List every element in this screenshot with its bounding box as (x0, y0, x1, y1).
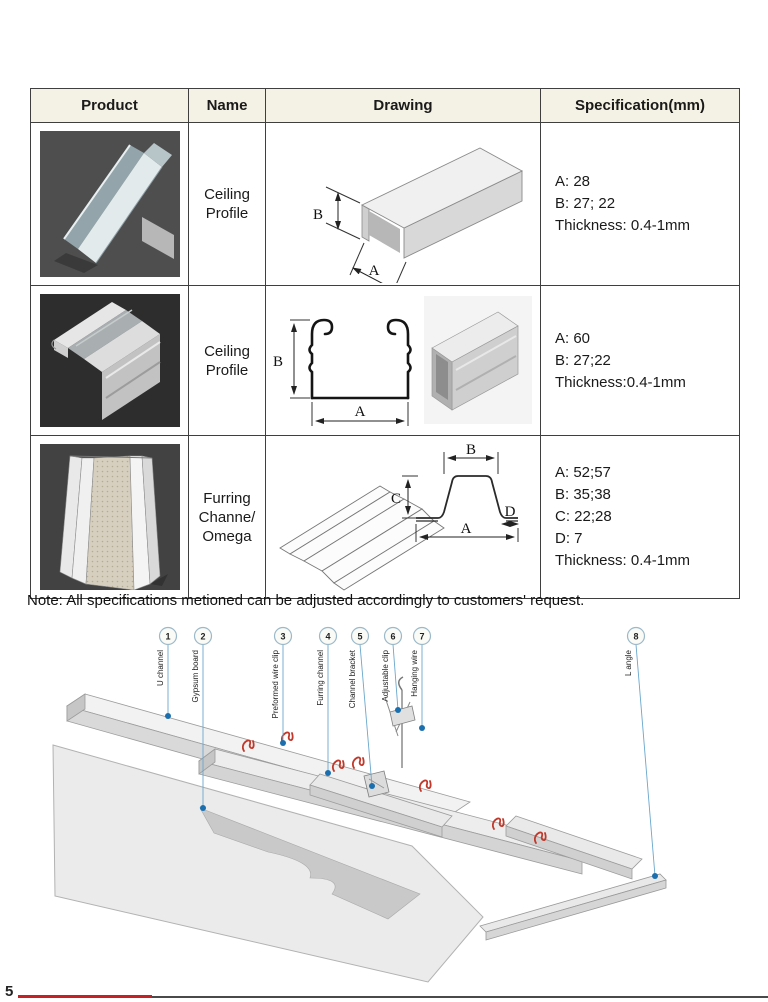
spec-line: Thickness: 0.4-1mm (555, 552, 691, 569)
product-spec-table: Product Name Drawing Specification(mm) (30, 88, 740, 599)
header-specification: Specification(mm) (540, 88, 740, 123)
spec-cell: A: 52;57 B: 35;38 C: 22;28 D: 7 Thicknes… (540, 435, 740, 599)
callout-number: 1 (165, 632, 170, 642)
callout-number: 7 (419, 632, 424, 642)
callout-label: Channel bracket (348, 649, 357, 708)
u-profile-line-drawing: B A (313, 147, 523, 283)
dim-label-A: A (461, 521, 472, 537)
cross-channel-mid (309, 773, 453, 838)
table-row: Ceiling Profile (30, 285, 740, 436)
product-photo-c-channel (30, 285, 189, 436)
omega-profile-line-drawing: B C D A (279, 442, 519, 591)
spec-line: A: 28 (555, 173, 591, 190)
table-header-row: Product Name Drawing Specification(mm) (30, 88, 740, 123)
footer-rule (152, 996, 768, 998)
note-text: Note: All specifications metioned can be… (27, 592, 585, 609)
callout-number: 3 (280, 632, 285, 642)
spec-cell: A: 28 B: 27; 22 Thickness: 0.4-1mm (540, 122, 740, 286)
c-profile-line-drawing: B A (273, 296, 532, 426)
spec-cell: A: 60 B: 27;22 Thickness:0.4-1mm (540, 285, 740, 436)
u-channel-photo-graphic (39, 131, 180, 277)
dim-label-C: C (391, 491, 401, 507)
callout-label: Hanging wire (410, 649, 419, 696)
dim-label-D: D (505, 504, 516, 520)
cross-channel-right (505, 815, 643, 880)
spec-line: B: 27;22 (555, 351, 611, 369)
drawing-c-profile: B A (265, 285, 541, 436)
callout-number: 8 (633, 632, 638, 642)
callout-label: Preformed wire clip (271, 649, 280, 718)
product-name: Furring Channe/ Omega (188, 435, 266, 599)
product-name: Ceiling Profile (188, 122, 266, 286)
header-name: Name (188, 88, 266, 123)
c-channel-photo-graphic (39, 294, 180, 427)
dim-label-A: A (369, 263, 380, 279)
callouts: 1 U channel 2 Gypsum board 3 Preformed w… (156, 626, 658, 879)
product-photo-u-channel (30, 122, 189, 286)
callout-number: 4 (325, 632, 330, 642)
page-number: 5 (5, 983, 14, 1000)
callout-label: L angle (624, 649, 633, 676)
l-angle-shape (479, 873, 667, 941)
drawing-u-profile: B A (265, 122, 541, 286)
header-product: Product (30, 88, 189, 123)
callout-number: 5 (357, 632, 362, 642)
callout-number: 6 (390, 632, 395, 642)
spec-line: Thickness:0.4-1mm (555, 373, 686, 391)
product-name: Ceiling Profile (188, 285, 266, 436)
drawing-omega-profile: B C D A (265, 435, 541, 599)
dim-label-B: B (273, 354, 283, 370)
callout-label: U channel (156, 650, 165, 686)
dim-label-B: B (313, 207, 323, 223)
spec-line: D: 7 (555, 530, 583, 547)
spec-line: B: 35;38 (555, 486, 611, 503)
furring-channel-photo-graphic (39, 444, 180, 590)
table-row: Furring Channe/ Omega (30, 435, 740, 599)
gypsum-board-shape (52, 744, 484, 983)
board-cutout-shape (199, 807, 421, 920)
spec-line: Thickness: 0.4-1mm (555, 217, 691, 234)
callout-label: Furring channel (316, 650, 325, 706)
spec-line: A: 60 (555, 329, 591, 347)
spec-line: A: 52;57 (555, 464, 611, 481)
spec-line: C: 22;28 (555, 508, 612, 525)
product-photo-furring-channel (30, 435, 189, 599)
footer-red-bar (18, 995, 152, 998)
ceiling-system-diagram-svg: 1 U channel 2 Gypsum board 3 Preformed w… (52, 626, 667, 983)
dim-label-A: A (355, 404, 366, 420)
dim-label-B: B (466, 442, 476, 458)
callout-number: 2 (200, 632, 205, 642)
callout-label: Gypsum board (191, 650, 200, 702)
installation-diagram: 1 U channel 2 Gypsum board 3 Preformed w… (0, 616, 768, 986)
spec-line: B: 27; 22 (555, 195, 616, 212)
table-row: Ceiling Profile (30, 122, 740, 286)
callout-label: Adjustable clip (381, 649, 390, 701)
header-drawing: Drawing (265, 88, 541, 123)
